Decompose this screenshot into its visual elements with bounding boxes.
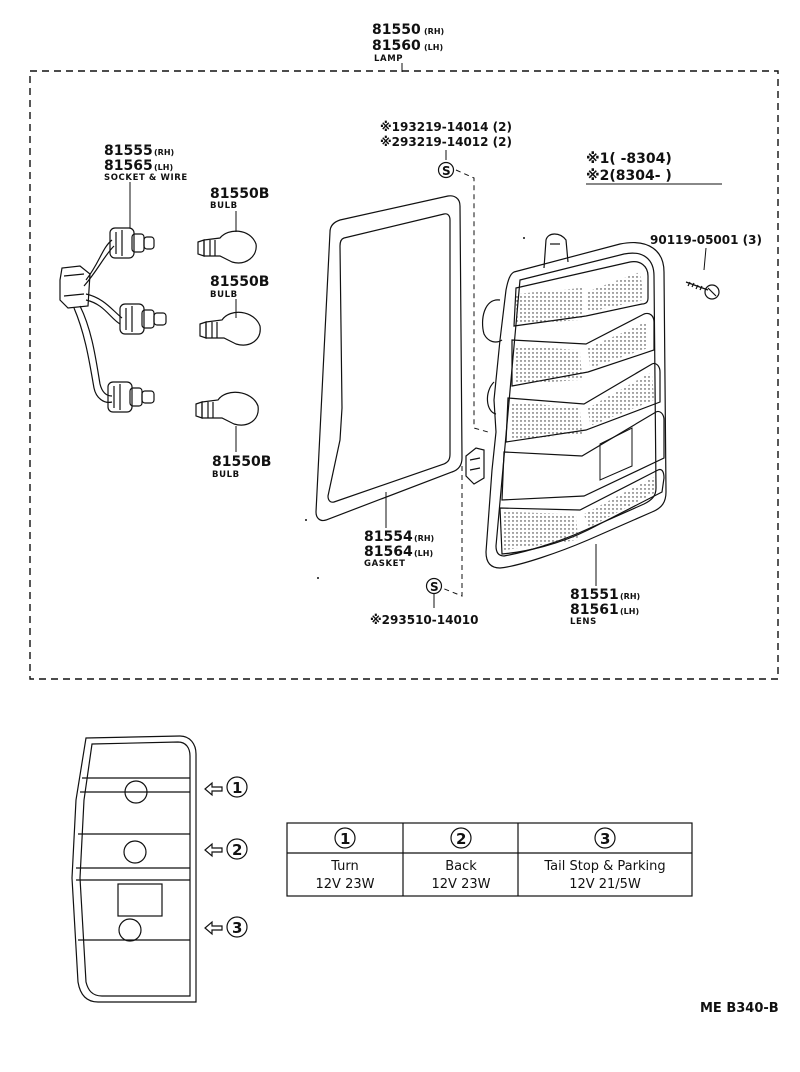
date-note: ※1( -8304) ※2(8304- ) [586, 151, 722, 185]
svg-text:81565: 81565 [104, 158, 153, 174]
svg-text:LENS: LENS [570, 617, 597, 627]
bulb-3: 81550B BULB [195, 391, 271, 480]
svg-text:81560: 81560 [372, 38, 421, 54]
svg-text:(RH): (RH) [154, 148, 174, 157]
table-cell-rating-2: 12V 23W [432, 877, 491, 892]
svg-text:81550B: 81550B [210, 274, 269, 290]
svg-text:(LH): (LH) [620, 607, 639, 616]
svg-text:(LH): (LH) [424, 43, 443, 52]
svg-text:BULB: BULB [212, 470, 240, 480]
lamp-face-diagram [71, 735, 197, 1003]
socket-label: 81555 (RH) 81565 (LH) SOCKET & WIRE [104, 143, 188, 228]
bulb-spec-table: 1 2 3 Turn Back Tail Stop & Parking 12V … [286, 822, 693, 897]
svg-text:81555: 81555 [104, 143, 153, 159]
svg-text:(LH): (LH) [154, 163, 173, 172]
top-screw-symbol: S [437, 161, 489, 433]
position-marker-1: 1 [204, 776, 248, 798]
table-cell-function-3: Tail Stop & Parking [543, 859, 665, 874]
table-header-3: 3 [594, 827, 616, 849]
svg-text:※2(8304- ): ※2(8304- ) [586, 168, 672, 184]
gasket-drawing [315, 195, 463, 522]
svg-text:81551: 81551 [570, 587, 619, 603]
position-marker-2: 2 [204, 838, 248, 860]
svg-text:LAMP: LAMP [374, 54, 403, 64]
lens-label: 81551 (RH) 81561 (LH) LENS [570, 544, 640, 627]
svg-text:81561: 81561 [570, 602, 619, 618]
svg-text:81554: 81554 [364, 529, 413, 545]
table-header-2: 2 [450, 827, 472, 849]
bottom-screw: S ※293510-14010 [370, 466, 479, 627]
svg-text:2: 2 [456, 830, 466, 848]
figure-code: ME B340-B [700, 1001, 779, 1016]
svg-text:(RH): (RH) [620, 592, 640, 601]
svg-text:1: 1 [340, 830, 350, 848]
right-screw: 90119-05001 (3) [650, 233, 762, 300]
svg-text:1: 1 [232, 779, 242, 797]
gasket-label: 81554 (RH) 81564 (LH) GASKET [364, 492, 434, 569]
svg-text:※193219-14014 (2): ※193219-14014 (2) [380, 120, 512, 134]
bulb-2: 81550B BULB [199, 274, 269, 346]
svg-text:※293219-14012 (2): ※293219-14012 (2) [380, 135, 512, 149]
table-cell-function-2: Back [445, 859, 477, 874]
svg-text:81550B: 81550B [212, 454, 271, 470]
table-cell-function-1: Turn [330, 859, 359, 874]
svg-text:3: 3 [232, 919, 242, 937]
position-marker-3: 3 [204, 916, 248, 938]
assembly-boundary [29, 70, 779, 680]
svg-text:81564: 81564 [364, 544, 413, 560]
table-cell-rating-1: 12V 23W [316, 877, 375, 892]
svg-text:3: 3 [600, 830, 610, 848]
socket-and-wire-drawing [59, 227, 167, 413]
svg-text:BULB: BULB [210, 201, 238, 211]
svg-text:81550B: 81550B [210, 186, 269, 202]
svg-text:90119-05001 (3): 90119-05001 (3) [650, 233, 762, 247]
svg-text:(LH): (LH) [414, 549, 433, 558]
lens-drawing [465, 233, 667, 569]
table-header-1: 1 [334, 827, 356, 849]
svg-text:(RH): (RH) [414, 534, 434, 543]
svg-text:2: 2 [232, 841, 242, 859]
lamp-label: 81550 (RH) 81560 (LH) LAMP [372, 22, 444, 72]
svg-text:※1( -8304): ※1( -8304) [586, 151, 672, 167]
svg-text:(RH): (RH) [424, 27, 444, 36]
svg-text:SOCKET & WIRE: SOCKET & WIRE [104, 173, 188, 183]
top-screws-label: ※193219-14014 (2) ※293219-14012 (2) [380, 120, 512, 160]
table-cell-rating-3: 12V 21/5W [569, 877, 641, 892]
bulb-1: 81550B BULB [197, 186, 269, 264]
svg-text:S: S [442, 164, 451, 178]
svg-text:S: S [430, 580, 439, 594]
svg-text:BULB: BULB [210, 290, 238, 300]
svg-text:81550: 81550 [372, 22, 421, 38]
svg-text:※293510-14010: ※293510-14010 [370, 613, 479, 627]
svg-text:GASKET: GASKET [364, 559, 405, 569]
